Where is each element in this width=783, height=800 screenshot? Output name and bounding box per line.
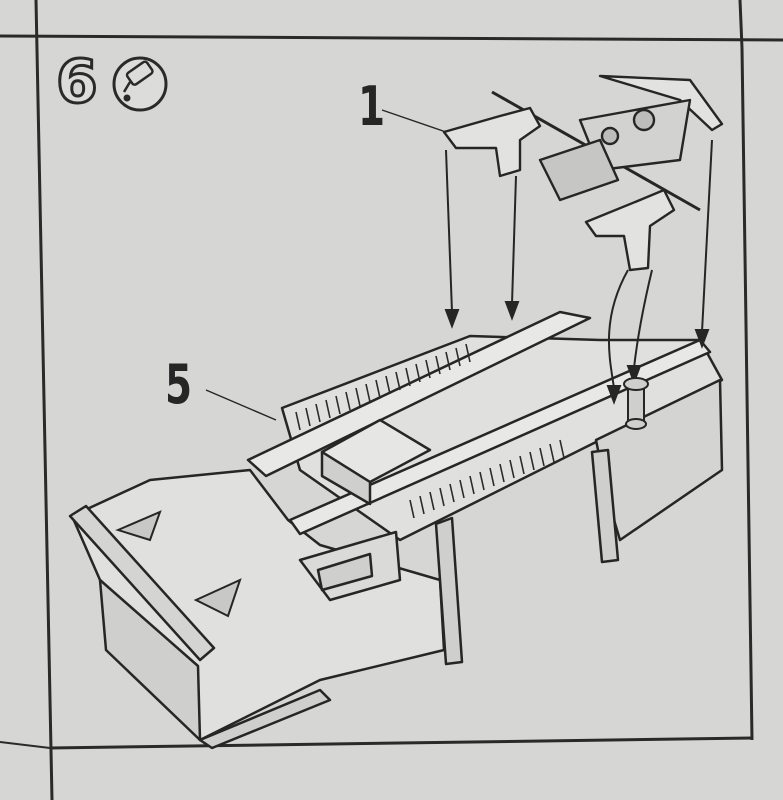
glue-tube-icon [112,56,168,112]
callout-part-1: 1 [358,75,386,138]
guide-arrows [444,139,713,405]
part-1-suspension-assembly [442,74,724,272]
floor-ribs [295,343,565,519]
callout-leaders [205,109,447,421]
floor-cutouts [115,510,242,618]
step-number: 6 [55,47,100,117]
callout-part-5: 5 [165,353,193,416]
spring-strut [623,377,649,430]
